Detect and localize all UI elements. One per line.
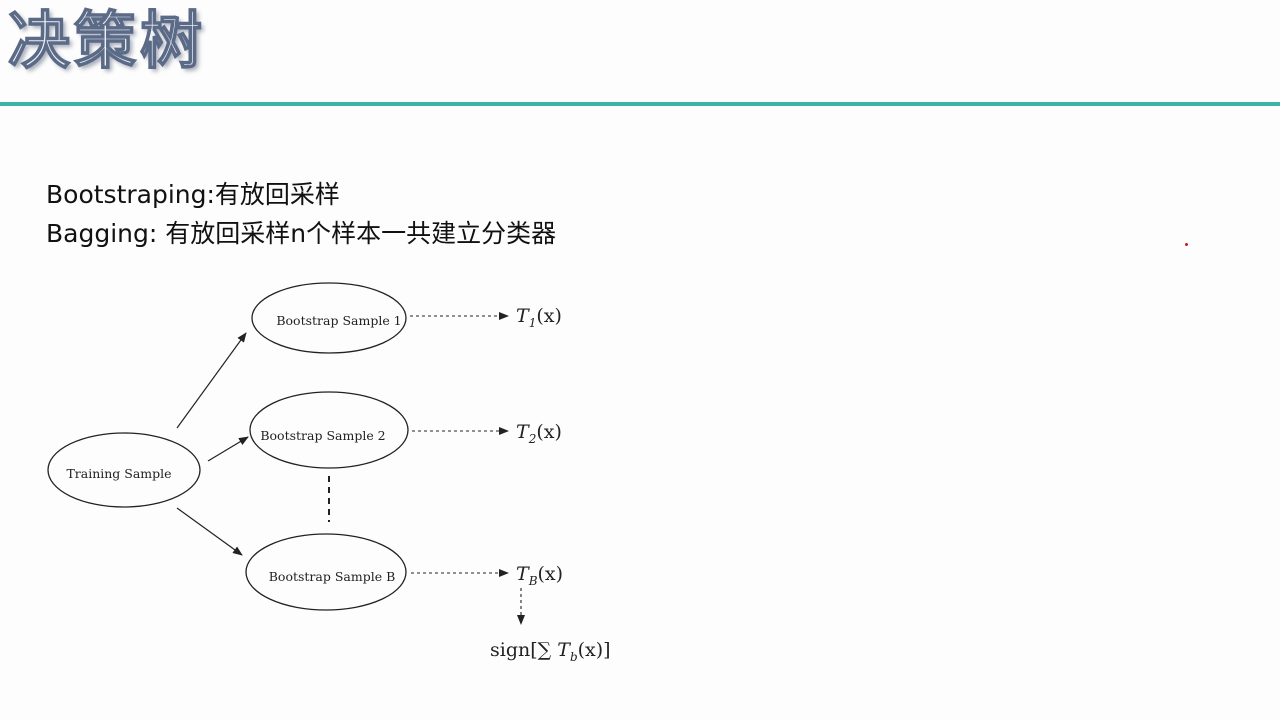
bullet-text-bootstraping: 有放回采样 — [214, 180, 340, 209]
training-sample-node: Training Sample — [47, 432, 201, 508]
title-divider — [0, 102, 1280, 106]
bootstrap-sample-2-node: Bootstrap Sample 2 — [249, 391, 409, 469]
bullet-text-bagging: 有放回采样n个样本一共建立分类器 — [157, 219, 557, 248]
training-sample-label: Training Sample — [66, 466, 171, 481]
bootstrap-sample-1-label: Bootstrap Sample 1 — [276, 313, 401, 328]
slide-title: 决策树 — [7, 4, 207, 77]
bullet-term-bootstraping: Bootstraping: — [46, 180, 215, 209]
aggregation-formula: sign[∑ Tb(x)] — [490, 639, 611, 664]
bullet-bagging: Bagging: 有放回采样n个样本一共建立分类器 — [46, 214, 556, 250]
bullet-bootstraping: Bootstraping:有放回采样 — [46, 175, 340, 211]
bootstrap-sample-b-label: Bootstrap Sample B — [269, 569, 396, 584]
arrow-training-to-sample-2 — [207, 436, 249, 462]
arrow-training-to-sample-1 — [176, 332, 247, 429]
classifier-tb: TB(x) — [516, 563, 563, 588]
bootstrap-sample-1-node: Bootstrap Sample 1 — [251, 282, 407, 354]
bootstrap-sample-b-node: Bootstrap Sample B — [245, 533, 407, 611]
bullet-term-bagging: Bagging: — [46, 219, 158, 248]
bootstrap-sample-2-label: Bootstrap Sample 2 — [260, 428, 385, 443]
classifier-t1: T1(x) — [516, 305, 562, 330]
laser-pointer-dot — [1185, 243, 1188, 246]
classifier-t2: T2(x) — [516, 421, 562, 446]
arrow-training-to-sample-b — [176, 507, 243, 556]
